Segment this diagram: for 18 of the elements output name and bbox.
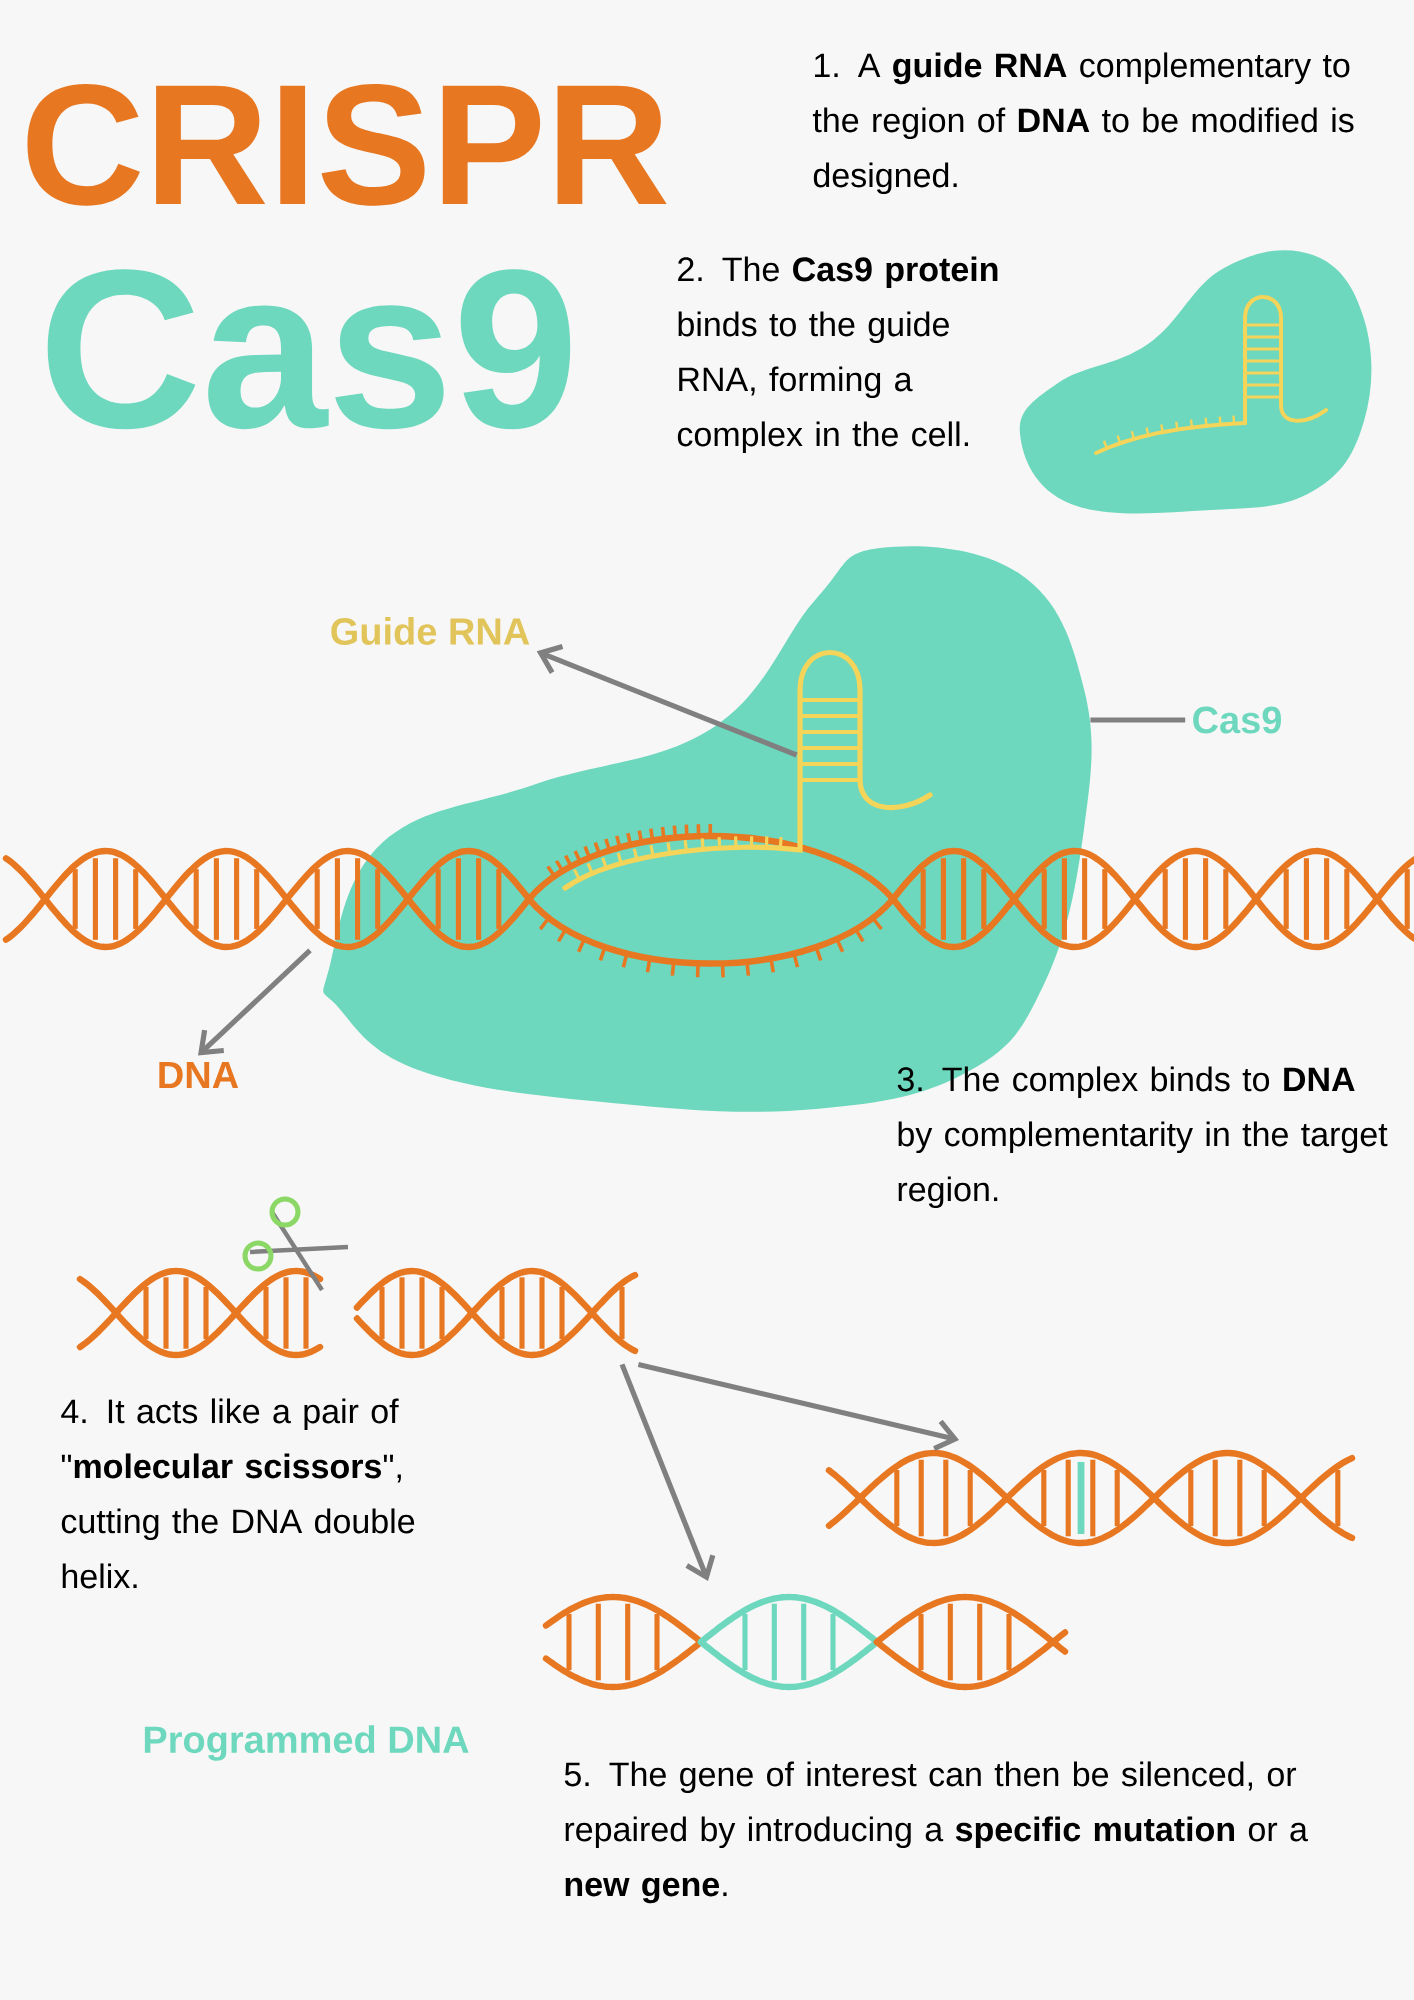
dna-helix-drawing xyxy=(2,824,1414,978)
arrow xyxy=(536,644,798,758)
callout-label: Cas9 xyxy=(1193,706,1281,734)
guide-rna-drawing xyxy=(562,649,933,891)
step-text: 1. A guide RNA complementary to the region of DNA to be modified is designed. xyxy=(812,52,1354,195)
arrow xyxy=(637,1361,960,1451)
arrow xyxy=(198,948,312,1056)
callout-label: DNA xyxy=(159,1061,239,1089)
leader-line xyxy=(1090,717,1186,723)
callout-label: Guide RNA xyxy=(331,617,530,645)
title: Cas9 xyxy=(47,269,571,430)
step-text: 2. The Cas9 protein binds to the guide RNA, forming a complex in the cell. xyxy=(677,256,998,454)
arrow xyxy=(619,1363,716,1582)
dna-helix-drawing xyxy=(542,1593,1069,1691)
title: CRISPR xyxy=(27,83,667,206)
cut-dna-drawing xyxy=(76,1267,639,1359)
caption-text: Programmed DNA xyxy=(144,1725,469,1761)
dna-helix-drawing xyxy=(825,1449,1356,1547)
